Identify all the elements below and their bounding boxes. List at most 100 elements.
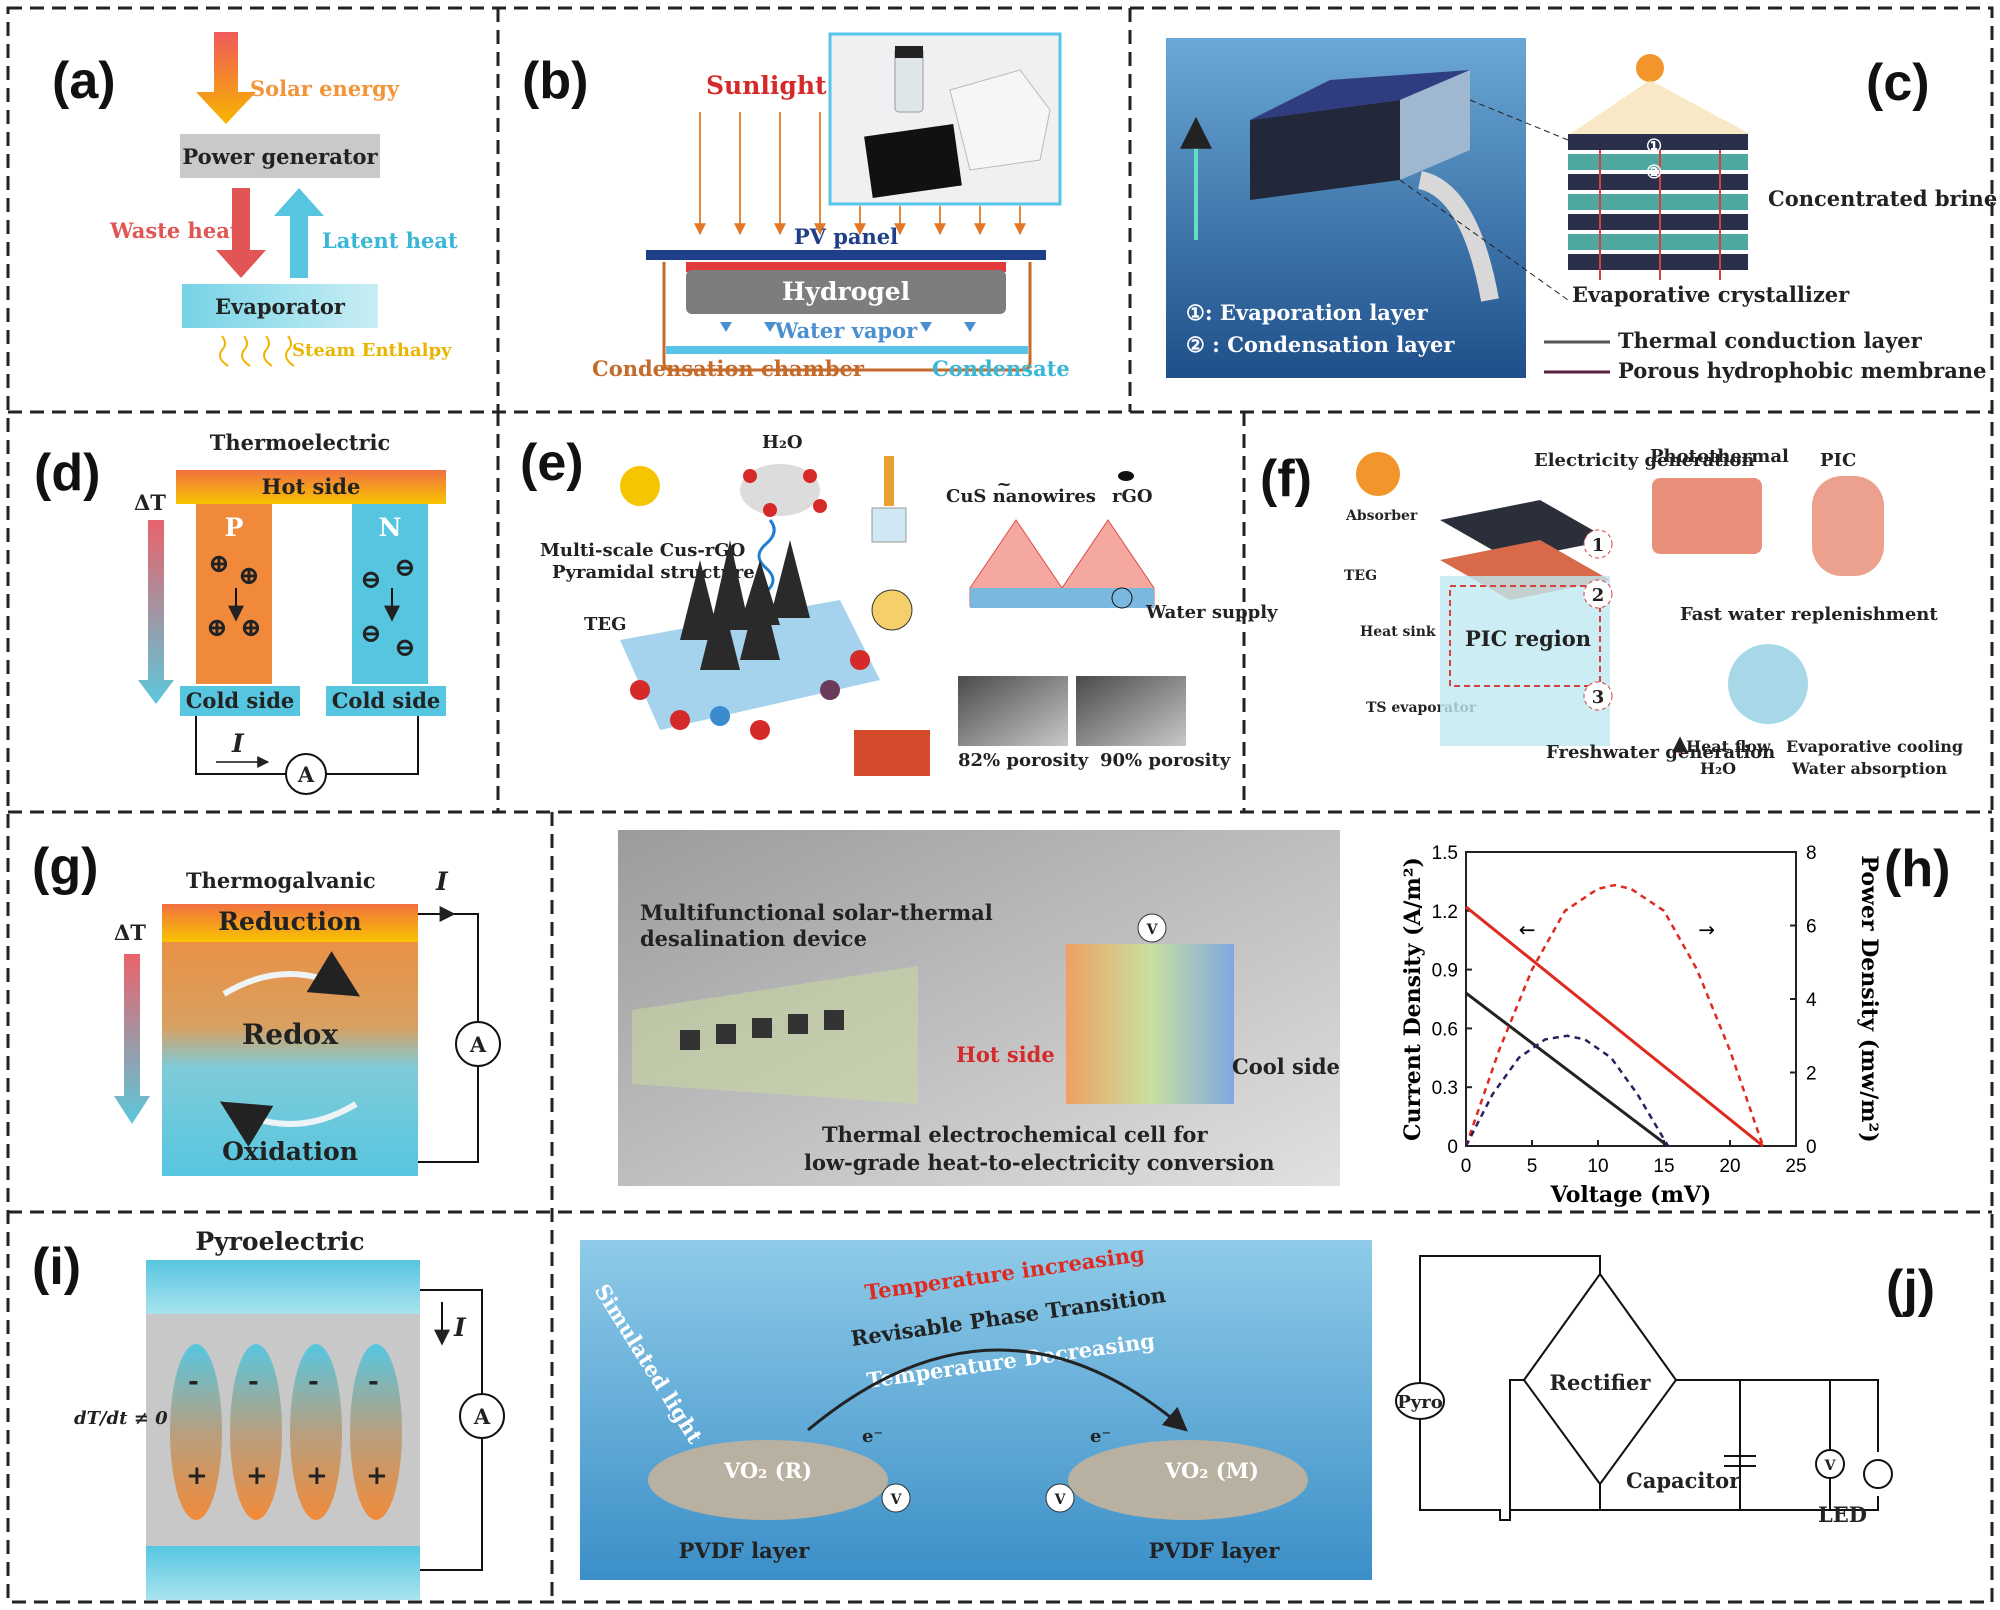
electron-left-label: e⁻: [862, 1426, 883, 1447]
multi-scale-label: Multi-scale Cus-rGO: [540, 540, 745, 561]
top-electrode: [146, 1260, 420, 1314]
absorber-label: Absorber: [1345, 508, 1418, 524]
y-right-tick-label-1: 2: [1806, 1064, 1817, 1085]
minus-4: ⊖: [394, 633, 416, 663]
hot-side-label: Hot side: [262, 474, 361, 499]
d-current-label: I: [231, 729, 245, 758]
panel-i: (i) Pyroelectric - - - - + + + + dT/dt ≠…: [32, 1227, 505, 1600]
heat-sink-label: Heat sink: [1360, 624, 1436, 640]
x-tick-label-3: 15: [1653, 1156, 1674, 1177]
panel-g: (g) Thermogalvanic I Reduction Redox Oxi…: [32, 838, 501, 1176]
pyroelectric-title: Pyroelectric: [195, 1227, 364, 1256]
rgo-label: rGO: [1112, 486, 1153, 507]
plus-3: ⊕: [206, 613, 228, 643]
tilde-symbol: ~: [996, 474, 1011, 495]
panel-c: ①: Evaporation layer ② : Condensation la…: [1166, 38, 1997, 383]
bottom-electrode: [146, 1546, 420, 1600]
dipole-plus-3: +: [306, 1461, 328, 1491]
y-right-axis-label: Power Density (mw/m²): [1856, 855, 1882, 1142]
evaporator-box: [182, 284, 378, 328]
pv-panel-bar: [646, 250, 1046, 260]
cold-side-right-box: [326, 686, 446, 716]
pv-device-leg: [1417, 171, 1499, 302]
d-circuit-wire: [195, 716, 419, 775]
marker-1: ①: [1646, 136, 1662, 157]
num-1: 1: [1592, 535, 1605, 556]
x-tick-label-0: 0: [1461, 1156, 1472, 1177]
condensate-label: Condensate: [932, 356, 1070, 381]
solar-energy-label: Solar energy: [250, 76, 400, 101]
redox-arrow-top: [222, 951, 361, 997]
reduction-bar: [162, 904, 418, 942]
teg-module-icon: [854, 730, 930, 776]
condensate-layer: [666, 346, 1028, 354]
g2-voltmeter: [1137, 913, 1167, 943]
g-ammeter: [455, 1021, 501, 1067]
x-tick-label-1: 5: [1527, 1156, 1538, 1177]
panel-i-label: (i): [32, 1238, 81, 1296]
vo2-render-background: [580, 1240, 1372, 1580]
sem-image-82: [958, 676, 1068, 746]
y-left-tick-label-5: 1.5: [1432, 843, 1458, 864]
pic-icon: [1812, 476, 1884, 576]
voltmeter-left: [881, 1483, 911, 1513]
y-left-tick-label-3: 0.9: [1432, 961, 1458, 982]
sun-icon: [1636, 54, 1664, 82]
rgo-icon: [1118, 471, 1134, 481]
zoom-line-top: [1469, 99, 1569, 141]
water-supply-label-1: Water supply: [1145, 602, 1278, 623]
pv-device-top: [1250, 70, 1470, 120]
dipole-plus-1: +: [186, 1461, 208, 1491]
cus-nanowires-label: CuS nanowires: [946, 486, 1096, 507]
num-2: 2: [1592, 585, 1605, 606]
device-box: [632, 966, 918, 1104]
water-replenish-icon: [1728, 644, 1808, 724]
pvdf-right-label: PVDF layer: [1149, 1538, 1281, 1563]
j-voltmeter: [1815, 1449, 1845, 1479]
dipole-plus-2: +: [246, 1461, 268, 1491]
pic-label: PIC: [1820, 450, 1856, 471]
plus-2: ⊕: [238, 561, 260, 591]
pic-region-label: PIC region: [1465, 626, 1591, 651]
series-line-0: [1465, 905, 1764, 1148]
series-line-1: [1465, 991, 1669, 1148]
photothermal-label: Photothermal: [1650, 446, 1789, 467]
vapor-cloud: [740, 464, 820, 516]
annotation-left-arrow: ←: [1519, 917, 1536, 941]
water-vapor-label: Water vapor: [774, 318, 918, 343]
hydrogel-label: Hydrogel: [782, 277, 910, 306]
panel-e: (e) H₂O Multi-scale Cus-rGO Pyramidal st…: [520, 432, 1278, 776]
capacitor-label: Capacitor: [1626, 1468, 1741, 1493]
h2o-label-e: H₂O: [762, 432, 803, 453]
i-ammeter-label: A: [473, 1404, 491, 1429]
pv-device-body: [1250, 100, 1400, 200]
thermal-conduction-label: Thermal conduction layer: [1618, 328, 1923, 353]
series-line-2: [1464, 883, 1765, 1147]
d-ammeter-label: A: [297, 762, 315, 787]
pic-region-box: [1449, 585, 1601, 687]
y-left-tick-label-0: 0: [1447, 1137, 1458, 1158]
crystallizer-stack: [1568, 134, 1748, 280]
panel-d-label: (d): [34, 444, 100, 502]
teg-label-f: TEG: [1344, 568, 1377, 584]
condensation-layer-label: ② : Condensation layer: [1186, 332, 1455, 357]
desalination-label: desalination device: [640, 926, 867, 951]
water-absorption-label: Water absorption: [1791, 759, 1948, 778]
panel-g-label: (g): [32, 838, 98, 896]
cold-side-left-label: Cold side: [186, 688, 295, 713]
panel-j: Simulated light Temperature increasing R…: [580, 1240, 1935, 1580]
concentrated-label: Concentrated brine: [1768, 186, 1997, 211]
panel-desalination: Multifunctional solar-thermal desalinati…: [618, 830, 1340, 1186]
sem-image-90: [1076, 676, 1186, 746]
evaporator-label: Evaporator: [215, 294, 346, 319]
dipole-plus-4: +: [366, 1461, 388, 1491]
j-volt-label: V: [1824, 1458, 1837, 1474]
x-axis-label: Voltage (mV): [1550, 1182, 1712, 1208]
marker-2: ②: [1646, 162, 1662, 183]
evaporation-layer-label: ①: Evaporation layer: [1186, 300, 1428, 325]
vo2-r-label: VO₂ (R): [723, 1458, 812, 1483]
y-left-tick-label-4: 1.2: [1432, 902, 1458, 923]
led-label: LED: [1818, 1502, 1867, 1527]
molecule-balls: [630, 650, 870, 740]
cold-side-left-box: [180, 686, 300, 716]
